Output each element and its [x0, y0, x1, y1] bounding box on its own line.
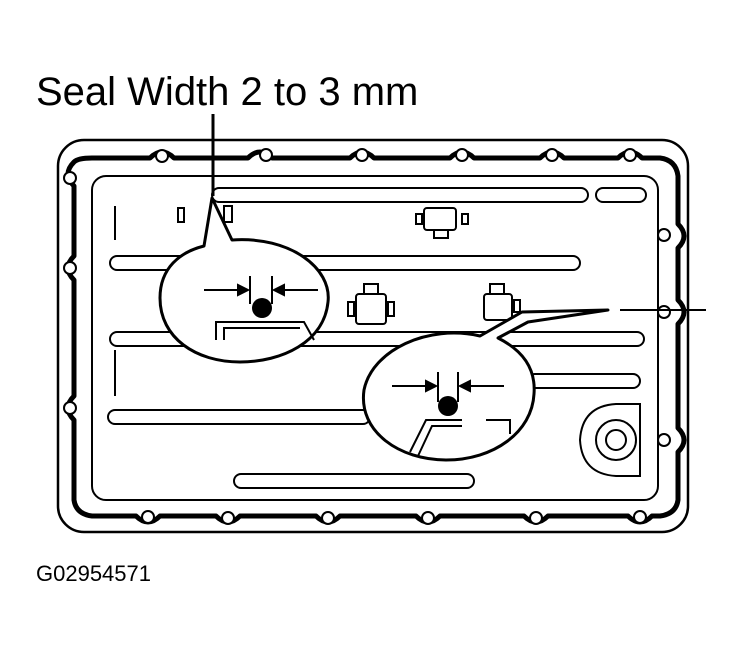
boss — [489, 283, 505, 295]
bolt-hole — [259, 148, 273, 162]
rib — [109, 255, 581, 271]
bolt-hole — [141, 510, 155, 524]
bolt-holes — [63, 148, 671, 525]
bolt-hole — [657, 433, 671, 447]
boss — [223, 205, 233, 223]
bolt-hole — [421, 511, 435, 525]
seal-width-callout: Seal Width 2 to 3 mm — [36, 70, 419, 114]
detail-bubble-left — [158, 196, 330, 364]
bolt-hole — [455, 148, 469, 162]
bolt-hole — [633, 510, 647, 524]
boss — [355, 293, 387, 325]
boss — [461, 213, 469, 225]
bolt-hole — [221, 511, 235, 525]
bolt-hole — [657, 305, 671, 319]
drain-plug — [578, 403, 641, 477]
boss — [513, 299, 521, 313]
pan-ribs — [107, 187, 647, 489]
boss — [433, 229, 449, 239]
boss — [483, 293, 513, 321]
rib — [233, 473, 475, 489]
flange-section — [417, 425, 462, 457]
boss — [415, 213, 423, 225]
bolt-hole — [529, 511, 543, 525]
flange-section — [215, 321, 315, 341]
boss — [387, 301, 395, 317]
boss — [363, 283, 379, 295]
bolt-hole — [63, 171, 77, 185]
bolt-hole — [155, 149, 169, 163]
rib — [595, 187, 647, 203]
pan-bosses — [177, 205, 521, 325]
bolt-hole — [545, 148, 559, 162]
seal-width-detail-left — [204, 276, 318, 341]
arrow-head — [271, 283, 285, 297]
arrow-head — [425, 379, 439, 393]
bolt-hole — [63, 401, 77, 415]
seal-width-detail-right — [392, 372, 511, 457]
boss — [347, 301, 355, 317]
drain-plug-boss — [578, 403, 641, 477]
arrow-head — [457, 379, 471, 393]
rib — [527, 373, 641, 389]
drain-plug-ring — [595, 419, 637, 461]
bolt-hole — [355, 148, 369, 162]
bolt-hole — [321, 511, 335, 525]
bolt-hole — [63, 261, 77, 275]
seal-bead-dot — [252, 298, 272, 318]
rib — [211, 187, 589, 203]
rib — [109, 331, 645, 347]
flange-section — [486, 419, 511, 434]
figure-code: G02954571 — [36, 561, 151, 586]
flange-section — [223, 327, 300, 340]
bolt-hole — [623, 148, 637, 162]
flange-section — [409, 419, 462, 453]
arrow-head — [237, 283, 251, 297]
boss — [423, 207, 457, 231]
seal-bead-dot — [438, 396, 458, 416]
bolt-hole — [657, 228, 671, 242]
drain-plug-bolt — [605, 429, 627, 451]
rib — [107, 409, 371, 425]
boss — [177, 207, 185, 223]
pan-inner-well — [91, 175, 659, 501]
pan-flange-outline — [56, 138, 690, 534]
